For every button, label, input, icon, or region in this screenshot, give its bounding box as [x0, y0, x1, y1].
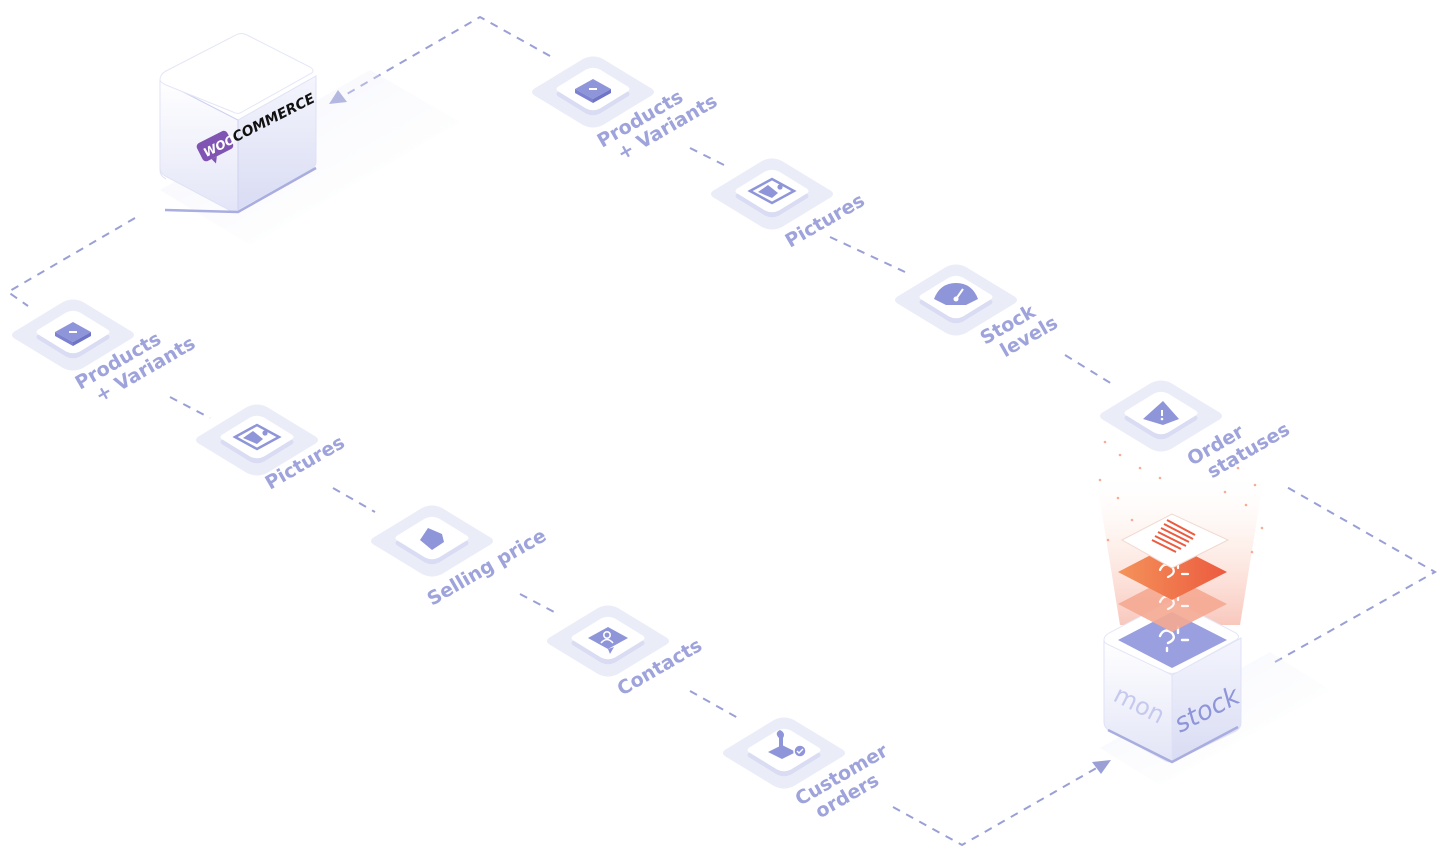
monstock-node: mon stock: [1095, 440, 1330, 785]
flow-line-6: [1274, 485, 1438, 663]
layer-base: [1118, 612, 1227, 668]
step-node-products: Products+ Variants: [532, 56, 721, 165]
flow-line-2: [332, 487, 376, 513]
flow-line-4: [689, 690, 739, 719]
box-icon: [575, 79, 611, 103]
step-node-stock-levels: Stocklevels: [895, 264, 1062, 362]
arrowhead-to-monstock: [1092, 760, 1111, 774]
layer-barcode: [1120, 513, 1230, 569]
step-node-customer-orders: Customerorders: [723, 717, 892, 823]
contact-icon: [588, 627, 628, 654]
image-icon: [747, 177, 797, 205]
image-icon: [232, 423, 282, 451]
flow-line-10: [339, 15, 551, 99]
step-node-pictures: Pictures: [711, 158, 869, 252]
stamp-icon: [768, 730, 807, 759]
flow-lines: [6, 15, 1438, 847]
flow-line-9: [689, 147, 731, 169]
step-node-products: Products+ Variants: [12, 299, 199, 407]
gauge-icon: [934, 283, 978, 305]
box-icon: [55, 322, 91, 346]
flow-line-3: [519, 593, 559, 615]
particle-dots: [1098, 440, 1264, 554]
woocommerce-node: WOO COMMERCE: [159, 33, 460, 245]
step-node-contacts: Contacts: [547, 605, 706, 700]
warning-icon: [1143, 401, 1179, 425]
flow-line-8: [829, 236, 906, 273]
flow-line-7: [1064, 354, 1113, 385]
flow-line-1: [169, 396, 211, 419]
flow-line-woo-left: [6, 217, 136, 307]
step-node-pictures: Pictures: [196, 404, 349, 494]
tag-icon: [420, 528, 444, 550]
flow-line-5: [892, 765, 1101, 847]
